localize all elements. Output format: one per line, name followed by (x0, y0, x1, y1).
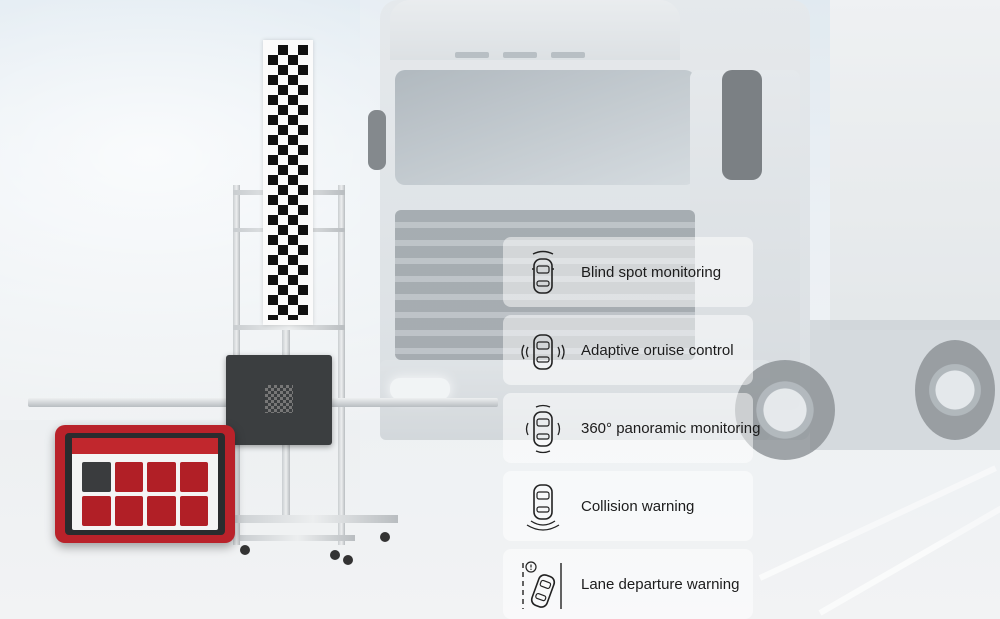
truck-headlight (390, 378, 450, 400)
panoramic-car-icon (525, 404, 561, 454)
board-center-pattern (265, 385, 293, 413)
rig-base (228, 515, 398, 523)
feature-list: Blind spot monitoring Adaptive oruise co… (503, 233, 763, 619)
feature-lane-departure: Lane departure warning (503, 549, 753, 619)
tablet-header-bar (72, 438, 218, 454)
cruise-control-car-icon (521, 334, 565, 370)
feature-collision-warning: Collision warning (503, 471, 753, 541)
feature-label: Blind spot monitoring (581, 263, 722, 281)
caster-wheel (330, 550, 340, 560)
truck-trailer (830, 0, 1000, 330)
feature-blind-spot: Blind spot monitoring (503, 237, 753, 307)
collision-warning-car-icon (526, 484, 560, 531)
caster-wheel (380, 532, 390, 542)
feature-label: Lane departure warning (581, 575, 740, 593)
rig-base-front (240, 535, 355, 541)
feature-360-panoramic: 360° panoramic monitoring (503, 393, 760, 463)
caster-wheel (240, 545, 250, 555)
tablet-app-grid (82, 462, 208, 526)
truck-mirror (722, 70, 762, 180)
feature-adaptive-cruise: Adaptive oruise control (503, 315, 753, 385)
feature-label: Collision warning (581, 497, 695, 515)
truck-windshield (395, 70, 695, 185)
rig-crossbar-mid (233, 325, 345, 330)
feature-label: Adaptive oruise control (581, 341, 734, 359)
adas-calibration-rig (28, 45, 498, 565)
truck-wheel (915, 340, 995, 440)
rig-pole-right (338, 185, 345, 545)
truck-roof (390, 0, 680, 60)
caster-wheel (343, 555, 353, 565)
checker-pattern (268, 45, 308, 320)
lane-departure-car-icon (522, 561, 562, 609)
truck-mirror-left (368, 110, 386, 170)
feature-label: 360° panoramic monitoring (581, 419, 761, 437)
roof-lights (455, 52, 605, 60)
blind-spot-car-icon (532, 250, 554, 294)
